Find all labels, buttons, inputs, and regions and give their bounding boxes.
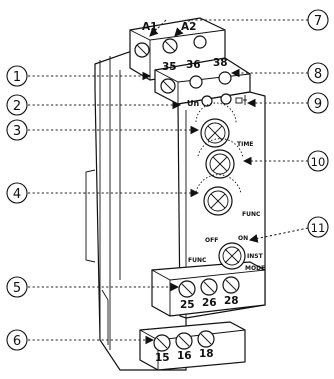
time-adjust-knob[interactable]	[197, 138, 244, 179]
callout-10: 10	[307, 150, 329, 172]
func-label-upper: FUNC	[242, 211, 261, 218]
terminal-label-18: 18	[199, 348, 214, 360]
relay-contact-icon	[235, 95, 247, 105]
terminal-label-15: 15	[155, 352, 170, 364]
callout-2: 2	[6, 94, 28, 116]
terminal-label-36: 36	[186, 59, 201, 71]
callout-7: 7	[307, 9, 329, 31]
terminal-label-16: 16	[177, 350, 192, 362]
callout-9-label: 9	[314, 97, 322, 112]
upper-screw-terminals: 35 36 38	[160, 57, 232, 94]
terminal-label-25: 25	[180, 299, 195, 311]
callout-3: 3	[6, 119, 28, 141]
un-label: Un	[187, 99, 199, 108]
terminal-label-a2: A2	[181, 21, 196, 33]
callout-4-label: 4	[13, 187, 21, 202]
callout-6: 6	[6, 329, 28, 351]
leader-7c	[174, 19, 191, 37]
time-range-knob[interactable]	[195, 102, 237, 148]
callout-4: 4	[6, 182, 28, 204]
front-panel: Un TIME	[187, 93, 265, 272]
off-label: OFF	[205, 237, 218, 244]
callout-leaders	[28, 19, 309, 345]
callout-5-label: 5	[13, 281, 21, 296]
terminal-label-38: 38	[213, 57, 228, 69]
callout-8-label: 8	[314, 67, 322, 82]
top-screw-terminals: A1 A2	[134, 21, 207, 58]
mode-label: MODE	[245, 265, 265, 272]
callout-1-label: 1	[13, 70, 21, 85]
callout-8: 8	[307, 62, 329, 84]
time-label: TIME	[237, 141, 253, 148]
callout-3-label: 3	[13, 124, 21, 139]
callout-10-label: 10	[311, 155, 326, 169]
mode-knob[interactable]	[218, 242, 246, 270]
bottom-screw-terminals: 15 16 18	[153, 330, 215, 364]
middle-screw-terminals: 25 26 28	[178, 276, 240, 311]
callout-11: 11	[307, 216, 329, 238]
terminal-label-26: 26	[202, 297, 217, 309]
power-led-icon	[201, 95, 213, 107]
callout-5: 5	[6, 276, 28, 298]
callout-6-label: 6	[13, 334, 21, 349]
callout-2-label: 2	[13, 99, 21, 114]
leader-7b	[149, 19, 167, 37]
inst-label: INST	[247, 253, 264, 260]
callout-11-label: 11	[311, 221, 326, 235]
callout-7-label: 7	[314, 14, 322, 29]
function-knob[interactable]	[195, 174, 242, 216]
terminal-label-28: 28	[224, 295, 239, 307]
callout-1: 1	[6, 65, 28, 87]
on-label: ON	[238, 235, 248, 242]
callout-9: 9	[307, 92, 329, 114]
leader-11	[248, 227, 309, 243]
relay-led-icon	[220, 93, 232, 105]
func-label-lower: FUNC	[188, 257, 207, 264]
terminal-label-35: 35	[162, 61, 177, 73]
